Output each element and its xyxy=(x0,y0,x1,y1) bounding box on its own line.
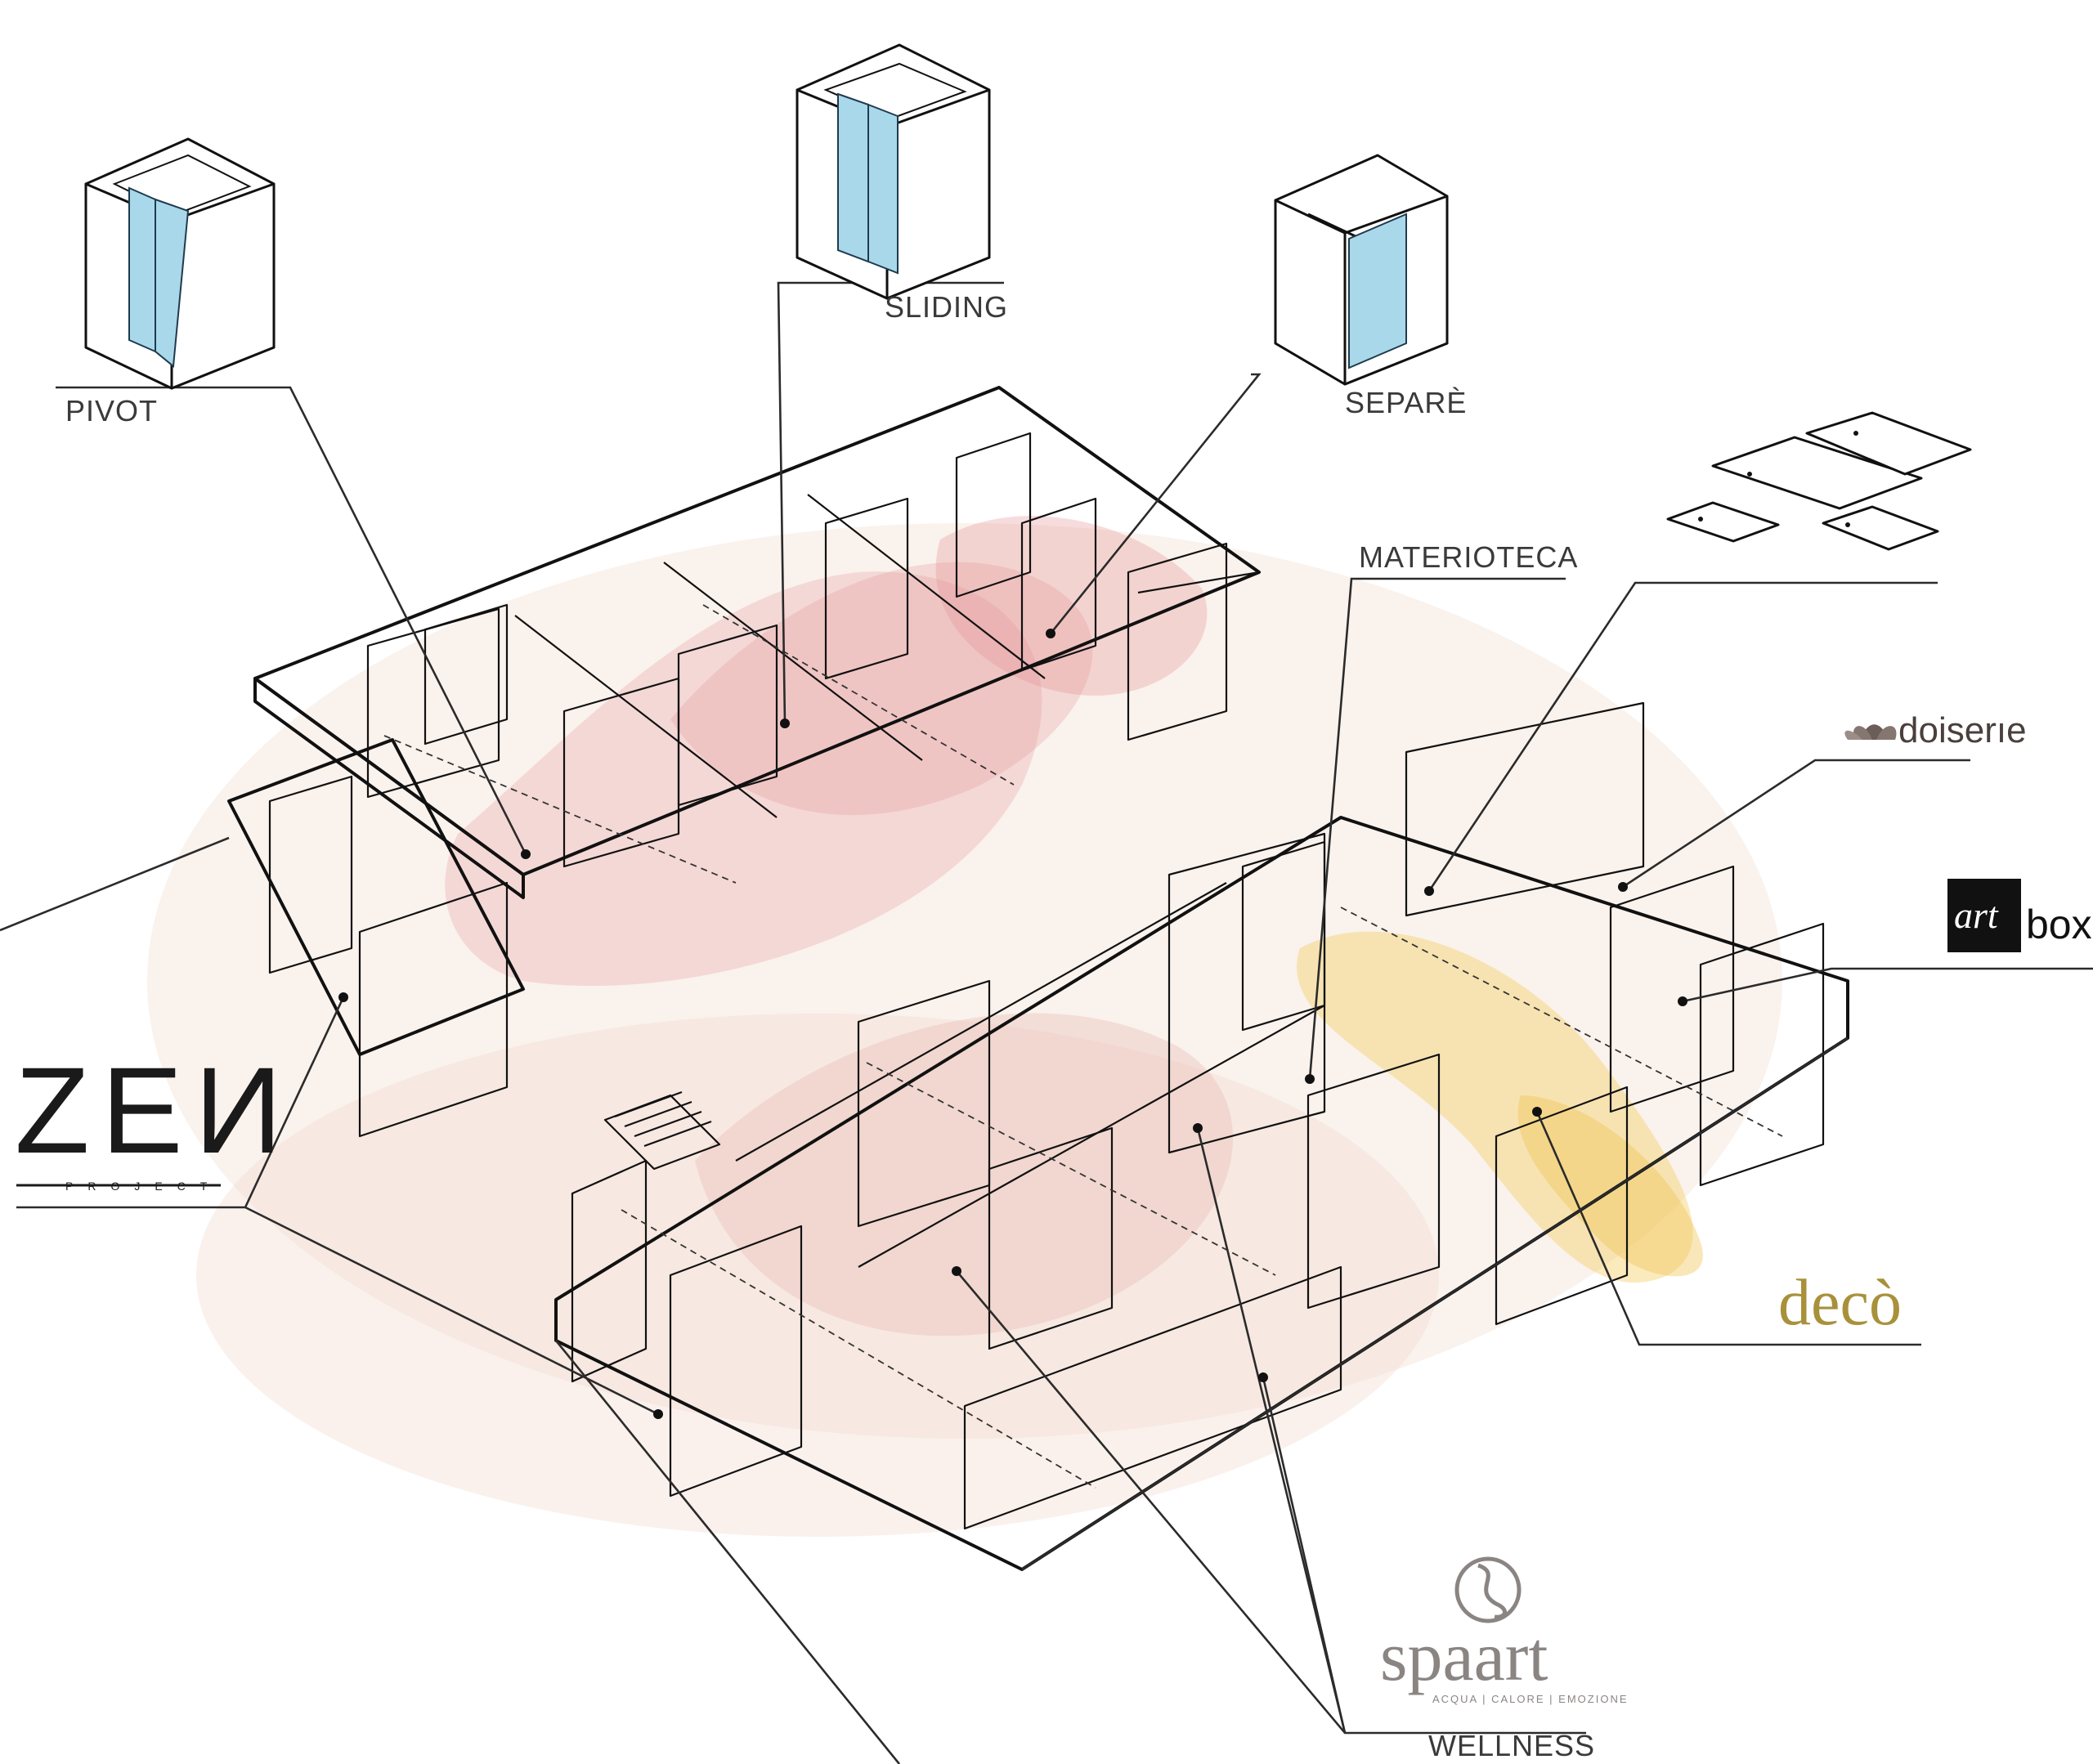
spaart-logo: spaart ACQUA | CALORE | EMOZIONE xyxy=(1380,1556,1629,1705)
svg-text:box: box xyxy=(2026,902,2092,947)
spaart-swirl-icon xyxy=(1454,1556,1522,1623)
svg-text:ZEИ: ZEИ xyxy=(15,1041,294,1179)
doiserie-logo: doiserıe xyxy=(1844,710,2027,750)
pivot-label: PIVOT xyxy=(65,394,158,428)
materioteca-label: MATERIOTECA xyxy=(1359,540,1578,574)
sliding-shower-icon xyxy=(796,43,991,300)
svg-text:decò: decò xyxy=(1778,1267,1902,1339)
upper-building xyxy=(227,386,1261,1138)
floor-edges xyxy=(0,836,1849,1764)
svg-text:PROJECT: PROJECT xyxy=(65,1180,222,1193)
stairs xyxy=(603,1090,721,1171)
svg-text:ACQUA | CALORE | EMOZIONE: ACQUA | CALORE | EMOZIONE xyxy=(1432,1693,1629,1705)
sliding-label: SLIDING xyxy=(885,290,1008,324)
zen-project-logo: ZEИ PROJECT xyxy=(15,1041,294,1193)
separe-label: SEPARÈ xyxy=(1345,386,1467,419)
watercolor-zones xyxy=(147,516,1782,1537)
artbox-logo: art box xyxy=(1947,879,2092,952)
wellness-label: WELLNESS xyxy=(1428,1729,1595,1762)
pivot-shower-icon xyxy=(84,137,276,390)
svg-text:doiserıe: doiserıe xyxy=(1898,710,2027,750)
leader-lines xyxy=(16,281,2093,1735)
svg-text:spaart: spaart xyxy=(1380,1617,1548,1695)
doiserie-lotus-icon xyxy=(1844,724,1897,740)
svg-text:art: art xyxy=(1954,894,1999,936)
shower-tray-icon xyxy=(1666,411,1972,551)
separe-shower-icon xyxy=(1274,154,1449,386)
anchor-dots xyxy=(338,629,1687,1419)
deco-logo: decò xyxy=(1778,1267,1902,1339)
